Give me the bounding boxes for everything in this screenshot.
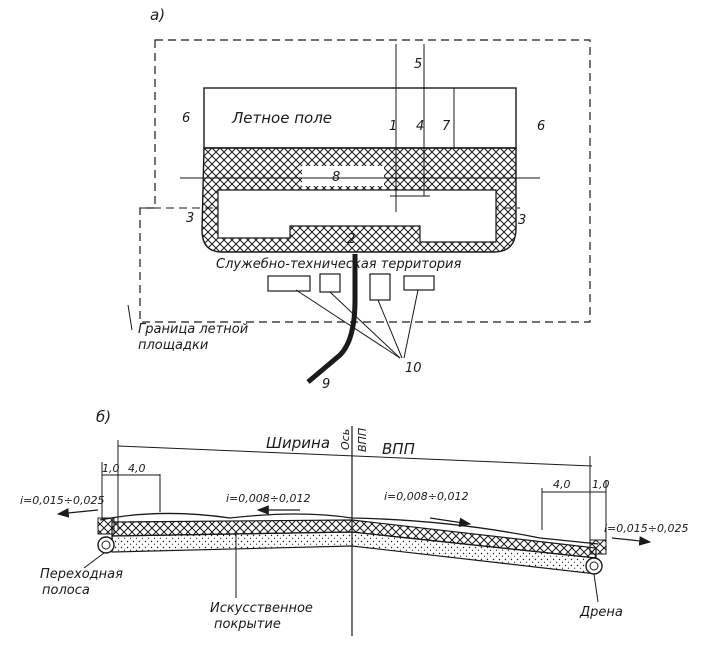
slope-outer-right: i=0,015÷0,025 xyxy=(604,522,688,535)
dim-right-1-0: 1,0 xyxy=(592,478,610,491)
leader-drain xyxy=(593,573,599,603)
flight-area-boundary xyxy=(139,39,591,323)
slope-inner-left: i=0,008÷0,012 xyxy=(226,492,310,505)
building-4 xyxy=(403,275,435,291)
width-dimension-line xyxy=(117,445,593,467)
flying-field-label: Летное поле xyxy=(231,109,332,127)
drain-right xyxy=(585,557,603,575)
boundary-label-2: площадки xyxy=(138,338,208,353)
dim-left-1-0: 1,0 xyxy=(102,462,120,475)
number-9: 9 xyxy=(322,377,330,392)
inner-cutout xyxy=(217,189,497,243)
number-6-right: 6 xyxy=(537,119,545,134)
transition-label-2: полоса xyxy=(42,583,90,598)
artificial-label-2: покрытие xyxy=(214,617,281,632)
vpp-label: ВПП xyxy=(382,440,415,458)
part-b: б) Ось ВПП Ширина ВПП 1,0 4,0 4,0 1,0 xyxy=(20,408,688,636)
axis-label-1: Ось xyxy=(339,429,352,450)
number-4: 4 xyxy=(416,119,424,134)
drain-right-inner xyxy=(589,561,599,571)
building-3 xyxy=(369,273,391,301)
ground-surface-line xyxy=(99,512,599,545)
part-a-label: а) xyxy=(150,6,165,24)
artificial-label-1: Искусственное xyxy=(210,601,313,616)
leader-lines-10 xyxy=(295,289,419,359)
width-label: Ширина xyxy=(266,434,330,452)
drain-label: Дрена xyxy=(579,605,623,620)
number-7: 7 xyxy=(442,119,451,134)
pavement-base-layer xyxy=(111,531,597,575)
number-3-right: 3 xyxy=(518,213,526,228)
axis-label-2: ВПП xyxy=(356,428,369,452)
dim-right-4-0: 4,0 xyxy=(553,478,571,491)
part-a: а) Летное поле 8 2 1 4 7 5 6 6 3 3 Служе… xyxy=(127,6,591,392)
slope-outer-left: i=0,015÷0,025 xyxy=(20,494,104,507)
boundary-label-1: Граница летной xyxy=(138,322,248,337)
number-1: 1 xyxy=(389,119,397,134)
transition-strip-right xyxy=(589,539,607,555)
number-3-left: 3 xyxy=(186,211,194,226)
slope-arrow-outer-left xyxy=(56,508,99,518)
number-5: 5 xyxy=(414,57,422,72)
part-b-label: б) xyxy=(96,408,111,426)
label-8-bg xyxy=(302,166,384,186)
slope-inner-right: i=0,008÷0,012 xyxy=(384,490,468,503)
drain-left xyxy=(97,536,115,554)
number-6-left: 6 xyxy=(182,111,190,126)
slope-arrow-inner-right xyxy=(429,517,472,528)
number-2: 2 xyxy=(347,232,355,247)
access-road xyxy=(306,254,358,384)
service-area-label: Служебно-техническая территория xyxy=(216,257,462,272)
slope-arrow-outer-right xyxy=(611,536,652,546)
leader-transition xyxy=(83,552,105,569)
transition-label-1: Переходная xyxy=(40,567,123,582)
boundary-leader xyxy=(127,304,133,331)
transition-strip-left xyxy=(97,517,115,535)
dim-left-4-0: 4,0 xyxy=(128,462,146,475)
drain-left-inner xyxy=(101,540,111,550)
building-1 xyxy=(267,275,311,292)
building-2 xyxy=(319,273,341,293)
number-10: 10 xyxy=(405,361,422,376)
